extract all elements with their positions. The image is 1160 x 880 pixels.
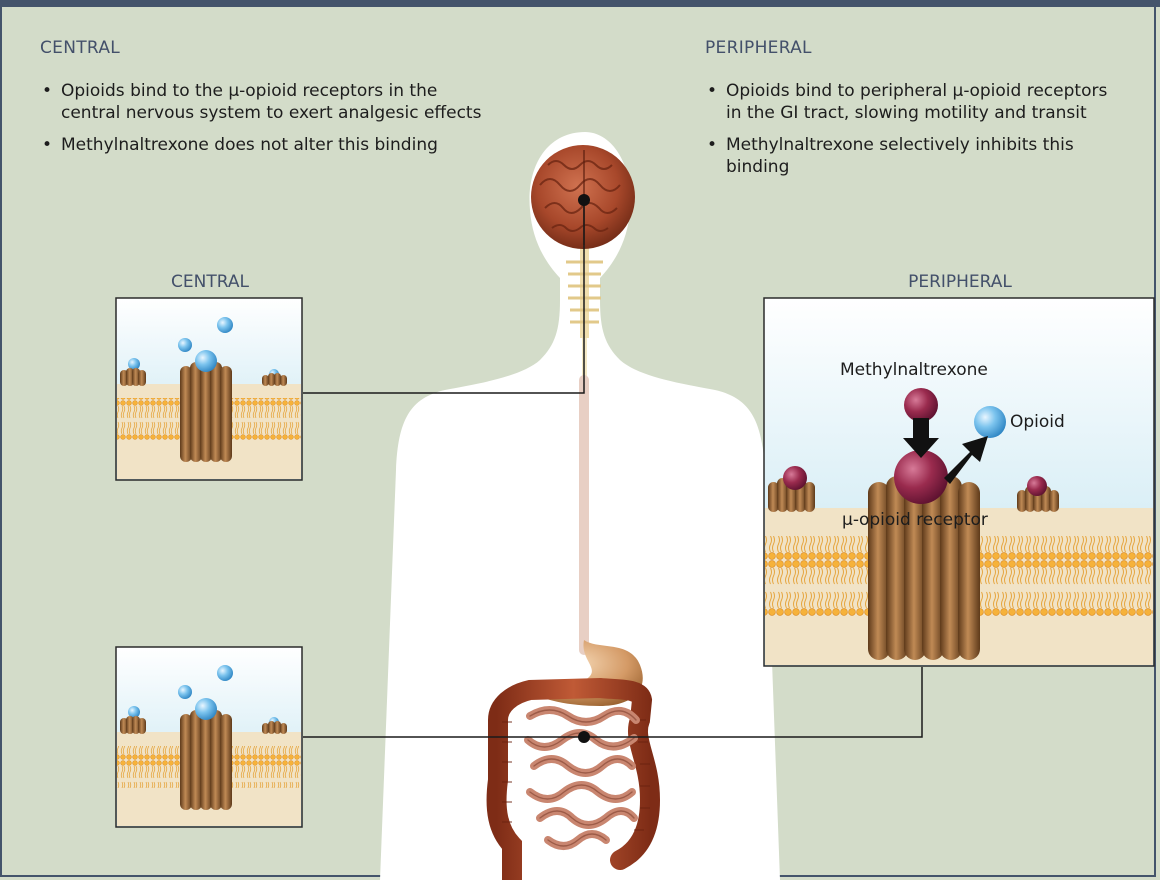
central-panel-bottom xyxy=(116,647,302,827)
receptor xyxy=(180,708,232,810)
peripheral-bullets: Opioids bind to peripheral μ-opioid rece… xyxy=(705,80,1125,188)
opioid-molecule xyxy=(178,338,192,352)
peripheral-panel xyxy=(764,298,1154,666)
opioid-molecule xyxy=(178,685,192,699)
receptor-label: μ-opioid receptor xyxy=(842,510,988,530)
central-heading: CENTRAL xyxy=(40,38,120,58)
opioid-molecule xyxy=(195,698,217,720)
methylnaltrexone-molecule xyxy=(1027,476,1047,496)
central-bullet: Methylnaltrexone does not alter this bin… xyxy=(40,134,490,156)
peripheral-bullet: Methylnaltrexone selectively inhibits th… xyxy=(705,134,1125,178)
methylnaltrexone-molecule xyxy=(783,466,807,490)
central-panel-title: CENTRAL xyxy=(150,272,270,292)
methylnaltrexone-molecule xyxy=(904,388,938,422)
opioid-label: Opioid xyxy=(1010,412,1065,432)
brain-connector-dot xyxy=(578,194,590,206)
methylnaltrexone-label: Methylnaltrexone xyxy=(840,360,988,380)
central-panel-top xyxy=(116,298,302,480)
opioid-molecule xyxy=(974,406,1006,438)
central-bullets: Opioids bind to the μ-opioid receptors i… xyxy=(40,80,490,166)
central-bullet: Opioids bind to the μ-opioid receptors i… xyxy=(40,80,490,124)
peripheral-panel-title: PERIPHERAL xyxy=(850,272,1070,292)
opioid-molecule xyxy=(217,665,233,681)
opioid-molecule xyxy=(195,350,217,372)
receptor xyxy=(180,360,232,462)
methylnaltrexone-bound xyxy=(894,450,948,504)
peripheral-bullet: Opioids bind to peripheral μ-opioid rece… xyxy=(705,80,1125,124)
peripheral-heading: PERIPHERAL xyxy=(705,38,812,58)
gut-connector-dot xyxy=(578,731,590,743)
opioid-molecule xyxy=(217,317,233,333)
